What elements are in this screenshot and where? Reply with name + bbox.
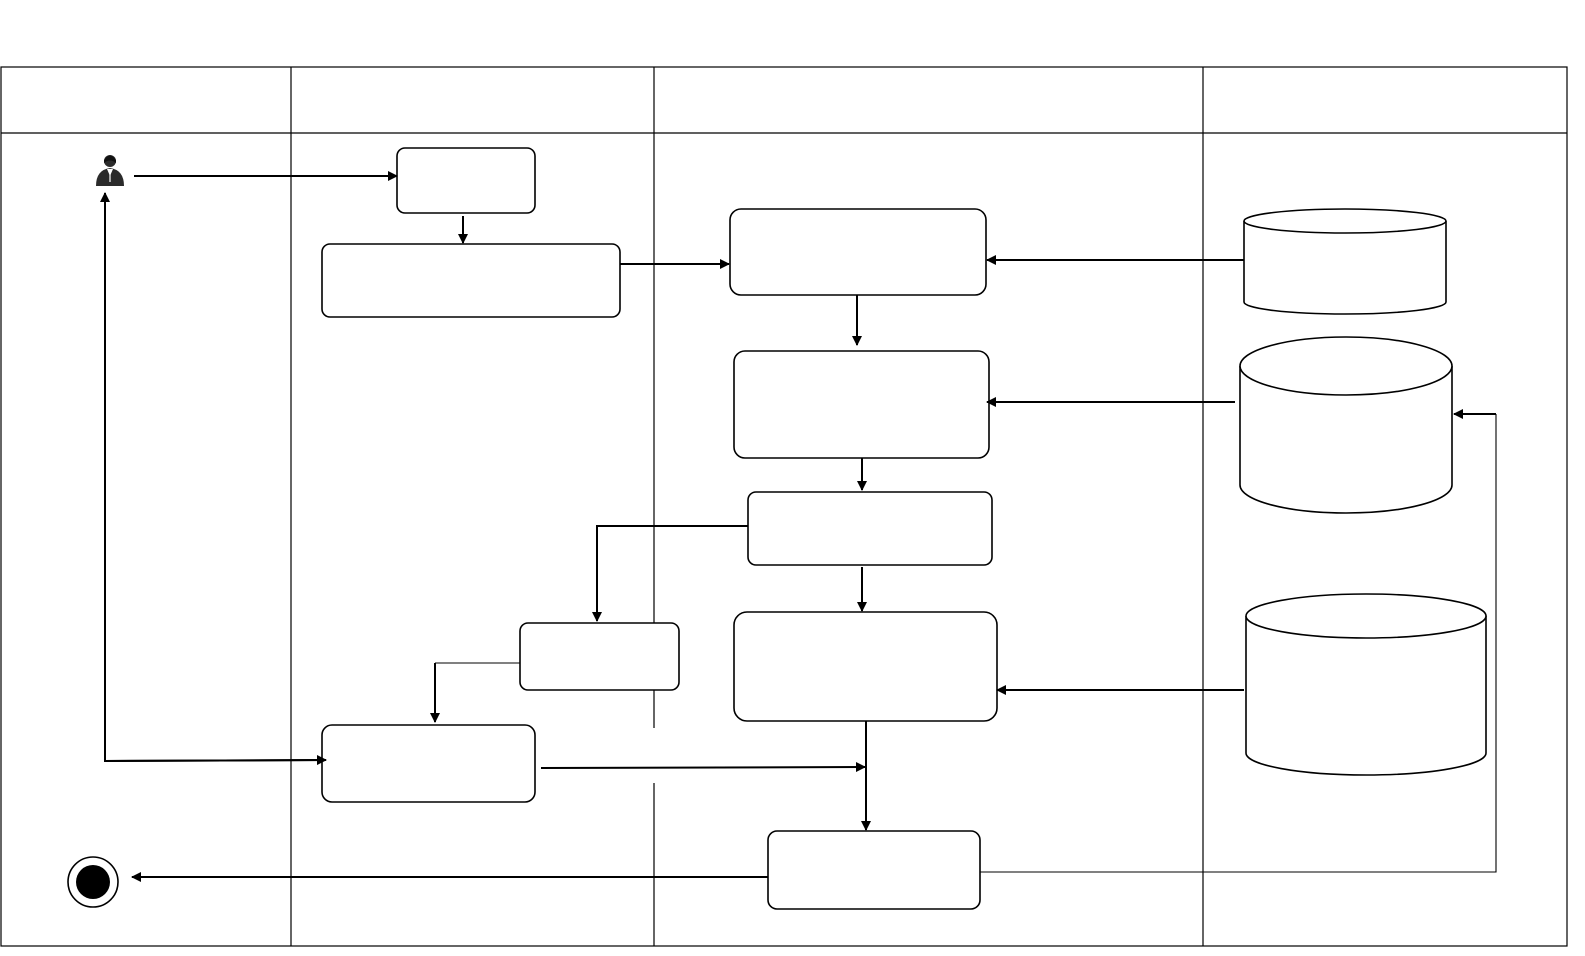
activity-step-9: [767, 830, 981, 910]
database-store-2: [1239, 336, 1453, 514]
activity-step-5: [747, 491, 993, 566]
activity-step-7: [321, 724, 536, 803]
edge-step-7-to-step-9: [540, 762, 866, 773]
lane-frame: [0, 66, 1568, 947]
database-store-1: [1243, 208, 1447, 315]
activity-step-6: [733, 611, 998, 722]
activity-step-1: [396, 147, 536, 214]
connectors: [100, 171, 1497, 882]
activity-step-4: [733, 350, 990, 459]
actor-icon: [96, 155, 124, 186]
edge-actor-link-to-step-7: [104, 755, 327, 766]
swimlane-grid: [0, 66, 1568, 947]
activity-step-3: [729, 208, 987, 296]
activity-step-2: [321, 243, 621, 318]
edge-step-5-to-step-8: [592, 525, 748, 622]
edge-step-9-to-store-2-a: [980, 414, 1497, 873]
final-node-icon: [67, 856, 119, 908]
activity-step-8: [519, 622, 680, 691]
activity-nodes: [321, 147, 998, 910]
edge-step-7-to-actor: [100, 192, 327, 763]
database-store-3: [1245, 593, 1487, 776]
